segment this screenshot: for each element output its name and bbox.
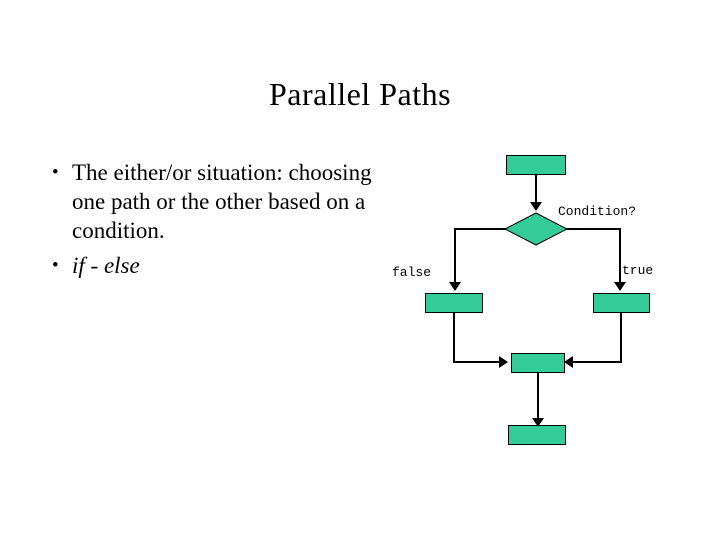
flowchart: Condition? false true (380, 140, 710, 480)
flow-node-end (508, 425, 566, 445)
flow-edge-true-h (566, 228, 621, 230)
edge-label-false: false (392, 265, 432, 280)
bullet-marker-icon: • (52, 255, 59, 276)
flow-edge-false-to-merge-v (453, 313, 455, 363)
edge-label-true: true (622, 263, 654, 278)
list-item: • if - else (52, 251, 382, 280)
flow-node-false-branch (425, 293, 483, 313)
page-title: Parallel Paths (268, 76, 452, 112)
bullet-marker-icon: • (52, 162, 59, 183)
flow-node-start (506, 155, 566, 175)
list-item-text: The either/or situation: choosing one pa… (72, 160, 372, 243)
arrow-right-icon (499, 356, 508, 368)
arrow-down-icon (532, 418, 544, 427)
arrow-left-icon (564, 356, 573, 368)
list-item: • The either/or situation: choosing one … (52, 158, 382, 245)
flow-edge-true-to-merge-v (620, 313, 622, 363)
bullet-list: • The either/or situation: choosing one … (52, 158, 382, 286)
arrow-down-icon (530, 202, 542, 211)
flow-node-merge (511, 353, 565, 373)
flow-edge-false-h (454, 228, 506, 230)
flow-edge-false-to-merge-h (453, 361, 501, 363)
flow-edge-merge-to-end (537, 373, 539, 421)
flow-edge-false-v (454, 228, 456, 284)
flow-edge-true-to-merge-h (572, 361, 622, 363)
list-item-text: if - else (72, 253, 140, 278)
arrow-down-icon (614, 282, 626, 291)
flow-node-condition (504, 212, 568, 246)
condition-label: Condition? (558, 204, 637, 219)
flow-edge-true-v (619, 228, 621, 284)
flow-edge-start-to-condition (535, 175, 537, 204)
arrow-down-icon (449, 282, 461, 291)
flow-node-true-branch (593, 293, 650, 313)
